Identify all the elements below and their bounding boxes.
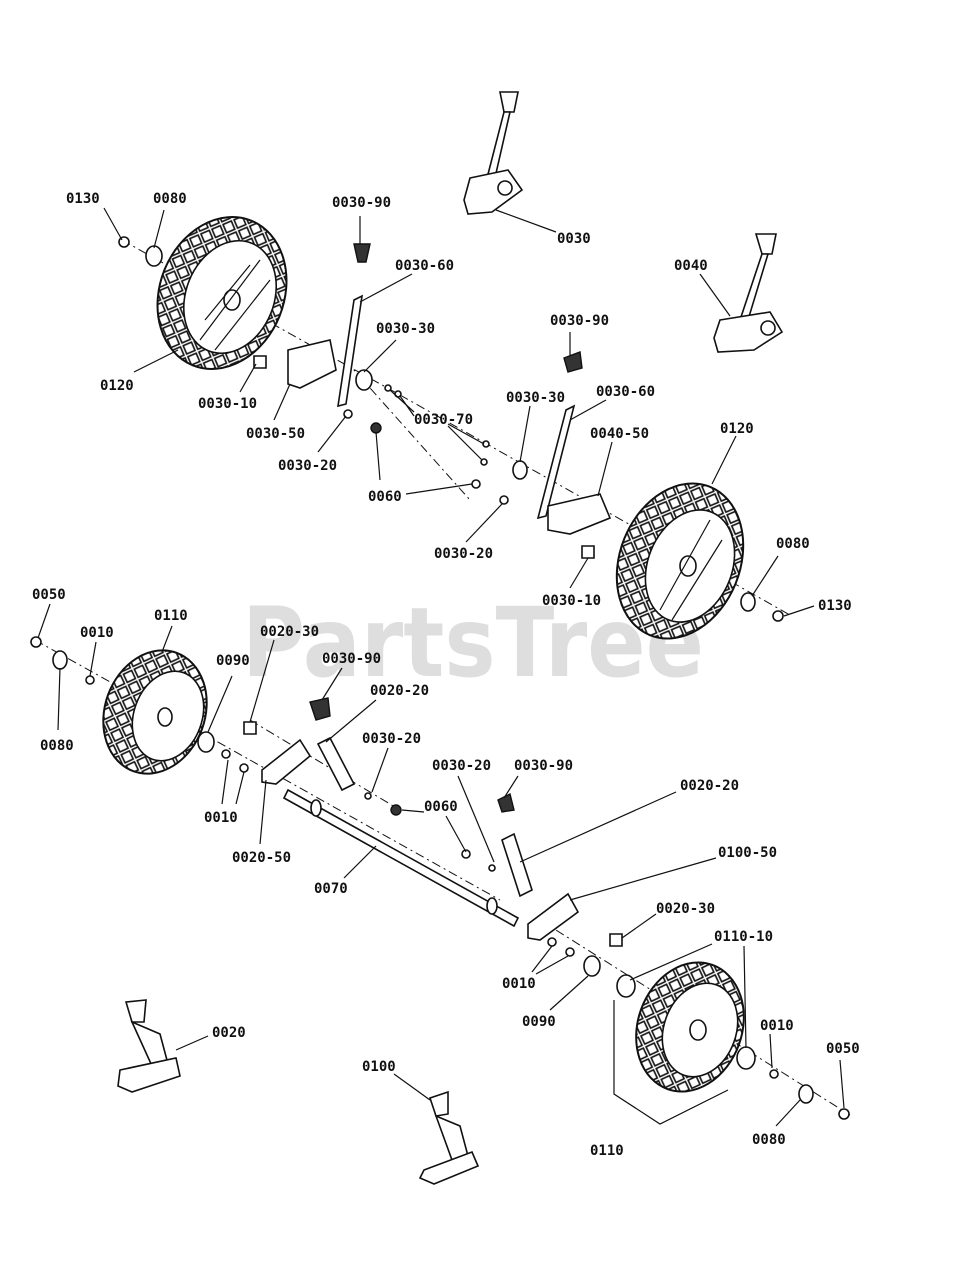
label-0040: 0040 [674, 258, 708, 274]
label-0060: 0060 [368, 489, 402, 505]
label-0050: 0050 [826, 1041, 860, 1057]
label-0030-10: 0030-10 [198, 396, 257, 412]
label-0030-30: 0030-30 [506, 390, 565, 406]
label-0030-90: 0030-90 [332, 195, 391, 211]
label-0020-30: 0020-30 [260, 624, 319, 640]
label-0070: 0070 [314, 881, 348, 897]
adjuster-0100 [418, 1090, 480, 1185]
label-0080: 0080 [40, 738, 74, 754]
label-0030-60: 0030-60 [395, 258, 454, 274]
label-0110: 0110 [154, 608, 188, 624]
label-0080: 0080 [776, 536, 810, 552]
label-0010: 0010 [80, 625, 114, 641]
label-0030: 0030 [557, 231, 591, 247]
label-0030-20: 0030-20 [278, 458, 337, 474]
label-0030-50: 0030-50 [246, 426, 305, 442]
label-0020-20: 0020-20 [680, 778, 739, 794]
part-labels: 0130 0080 0030-90 0030 0030-60 0040 0030… [32, 191, 860, 1159]
adjuster-0030 [463, 91, 524, 215]
label-0030-70: 0030-70 [414, 412, 473, 428]
label-0010: 0010 [760, 1018, 794, 1034]
label-0120: 0120 [720, 421, 754, 437]
label-0030-90: 0030-90 [514, 758, 573, 774]
label-0030-10: 0030-10 [542, 593, 601, 609]
axle-rod [282, 788, 520, 928]
label-0010: 0010 [502, 976, 536, 992]
label-0100-50: 0100-50 [718, 845, 777, 861]
label-0020-20: 0020-20 [370, 683, 429, 699]
label-0030-90: 0030-90 [322, 651, 381, 667]
label-0100: 0100 [362, 1059, 396, 1075]
small-parts [30, 236, 850, 1120]
adjuster-0020 [117, 999, 181, 1093]
label-0020: 0020 [212, 1025, 246, 1041]
label-0020-30: 0020-30 [656, 901, 715, 917]
label-0010: 0010 [204, 810, 238, 826]
label-0030-20: 0030-20 [432, 758, 491, 774]
label-0020-50: 0020-50 [232, 850, 291, 866]
label-0030-20: 0030-20 [434, 546, 493, 562]
label-0090: 0090 [522, 1014, 556, 1030]
label-0030-20: 0030-20 [362, 731, 421, 747]
leader-lines [37, 207, 845, 1127]
label-0080: 0080 [752, 1132, 786, 1148]
label-0130: 0130 [818, 598, 852, 614]
label-0110-10: 0110-10 [714, 929, 773, 945]
label-0030-60: 0030-60 [596, 384, 655, 400]
label-0030-30: 0030-30 [376, 321, 435, 337]
label-0060: 0060 [424, 799, 458, 815]
label-0130: 0130 [66, 191, 100, 207]
label-0030-90: 0030-90 [550, 313, 609, 329]
wheel-top-left [156, 216, 288, 370]
adjuster-0040 [713, 233, 784, 353]
wheel-left [102, 649, 208, 775]
label-0080: 0080 [153, 191, 187, 207]
label-0050: 0050 [32, 587, 66, 603]
wheel-bottom-right [613, 961, 745, 1125]
label-0120: 0120 [100, 378, 134, 394]
wheel-middle-right [615, 482, 745, 640]
label-0040-50: 0040-50 [590, 426, 649, 442]
label-0110: 0110 [590, 1143, 624, 1159]
label-0090: 0090 [216, 653, 250, 669]
